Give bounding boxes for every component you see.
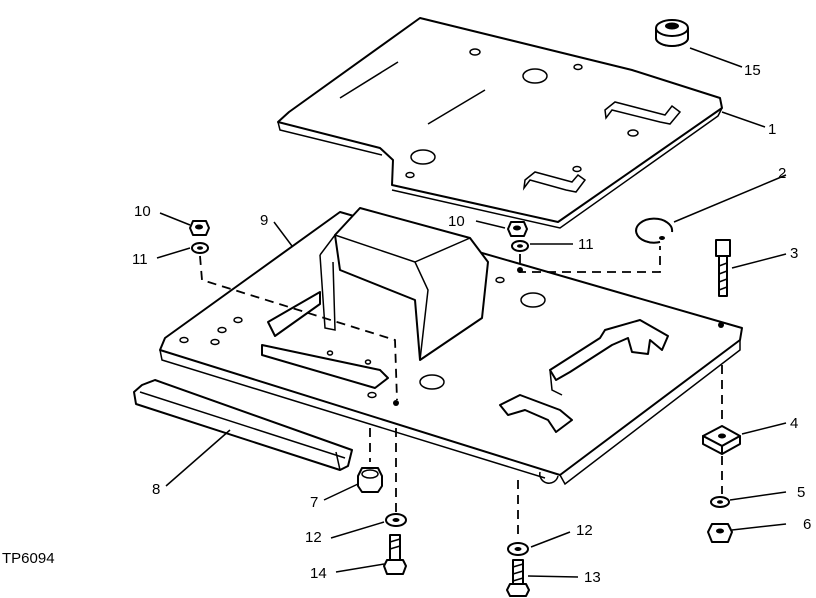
square-nut (702, 425, 741, 455)
washer-5 (710, 496, 730, 508)
callout-11-right: 11 (578, 236, 594, 253)
washer-11-left (191, 242, 209, 254)
callout-12-left: 12 (305, 529, 322, 546)
nut-10-left (189, 220, 210, 236)
callout-2: 2 (778, 165, 786, 182)
callout-9: 9 (260, 212, 268, 229)
figure-id: TP6094 (2, 550, 55, 567)
callout-7: 7 (310, 494, 318, 511)
callout-10-right: 10 (448, 213, 465, 230)
top-cover-plate (277, 17, 723, 229)
callout-1: 1 (768, 121, 776, 138)
main-base-plate (159, 211, 743, 486)
spacer-nut (357, 467, 383, 493)
callout-15: 15 (744, 62, 761, 79)
washer-12-left (385, 513, 407, 527)
callout-leaders (156, 47, 787, 578)
cap-screw-13 (506, 559, 530, 597)
snap-ring (635, 217, 674, 244)
callout-8: 8 (152, 481, 160, 498)
nut-10-right (507, 221, 528, 237)
callout-5: 5 (797, 484, 805, 501)
channel-cover (261, 207, 489, 389)
nut-6 (707, 523, 733, 543)
callout-6: 6 (803, 516, 811, 533)
lever-bracket (499, 319, 669, 433)
grommet (655, 19, 689, 47)
callout-10-left: 10 (134, 203, 151, 220)
washer-11-right (511, 240, 529, 252)
callout-12-right: 12 (576, 522, 593, 539)
callout-3: 3 (790, 245, 798, 262)
callout-4: 4 (790, 415, 798, 432)
callout-13: 13 (584, 569, 601, 586)
bolt-3 (715, 239, 731, 297)
edge-strip (133, 379, 353, 471)
callout-labels: 15 1 2 3 4 5 6 7 8 9 10 11 10 11 12 12 1… (132, 62, 811, 586)
callout-14: 14 (310, 565, 327, 582)
cap-screw-14 (383, 534, 407, 575)
assembly-center-lines (199, 246, 723, 540)
washer-12-right (507, 542, 529, 556)
callout-11-left: 11 (132, 251, 148, 268)
